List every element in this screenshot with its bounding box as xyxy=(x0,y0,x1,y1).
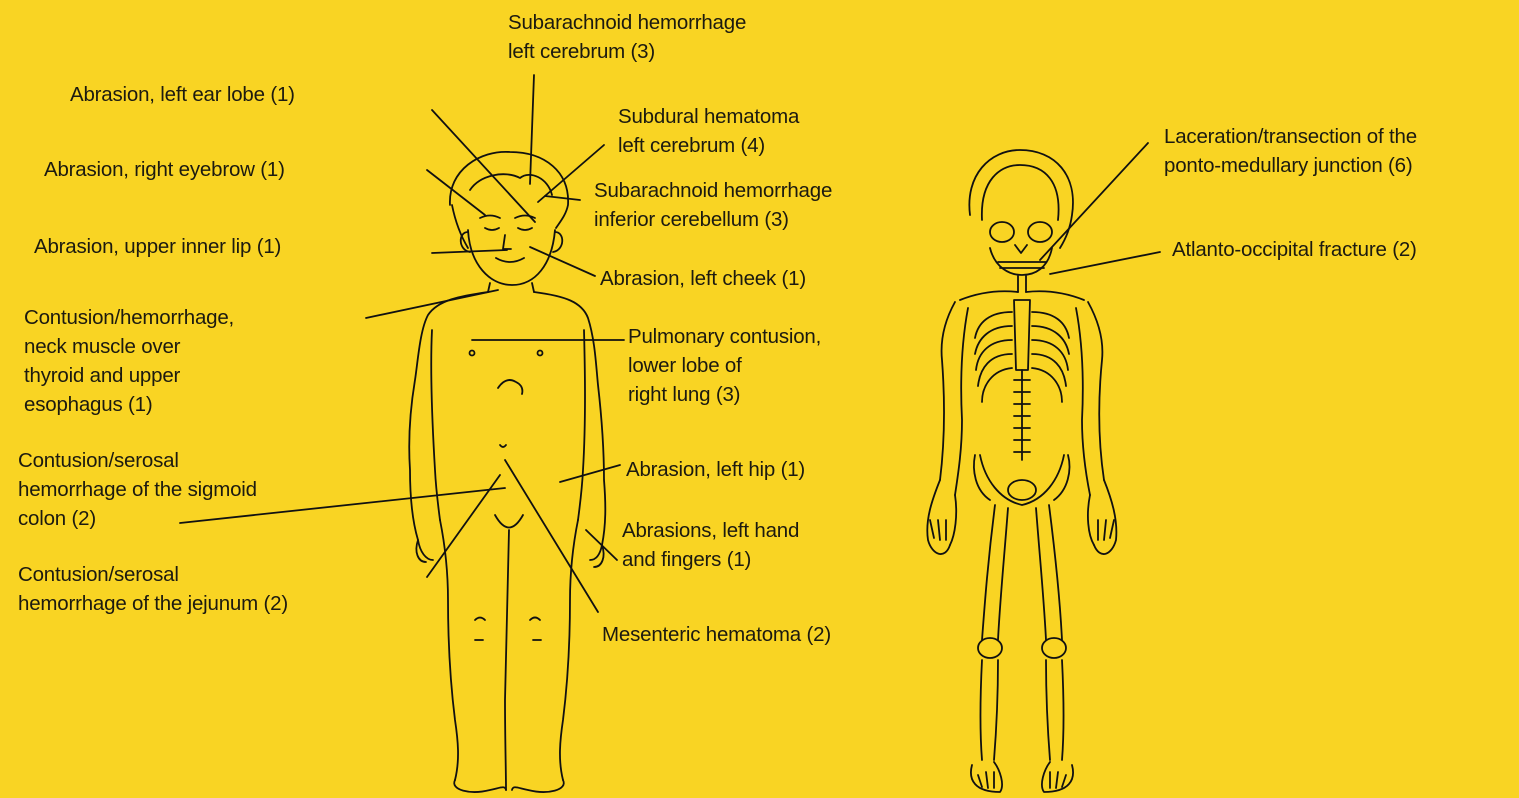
leader-subarachnoid-cerebrum xyxy=(530,75,534,184)
label-subarachnoid-cerebellum: Subarachnoid hemorrhage inferior cerebel… xyxy=(594,176,832,234)
label-contusion-sigmoid: Contusion/serosal hemorrhage of the sigm… xyxy=(18,446,257,533)
child-skeleton-figure xyxy=(927,150,1116,792)
label-contusion-neck: Contusion/hemorrhage, neck muscle over t… xyxy=(24,303,234,419)
label-abrasions-hand: Abrasions, left hand and fingers (1) xyxy=(622,516,799,574)
label-abrasion-cheek: Abrasion, left cheek (1) xyxy=(600,264,806,293)
leader-atlanto-fracture xyxy=(1050,252,1160,274)
label-laceration-junction: Laceration/transection of the ponto-medu… xyxy=(1164,122,1417,180)
leader-abrasion-ear-lobe xyxy=(432,110,535,222)
leader-contusion-neck xyxy=(366,290,498,318)
leader-contusion-jejunum xyxy=(427,475,500,577)
label-abrasion-inner-lip: Abrasion, upper inner lip (1) xyxy=(34,232,281,261)
label-subarachnoid-cerebrum: Subarachnoid hemorrhage left cerebrum (3… xyxy=(508,8,746,66)
label-mesenteric-hematoma: Mesenteric hematoma (2) xyxy=(602,620,831,649)
leader-abrasions-hand xyxy=(586,530,617,560)
label-contusion-jejunum: Contusion/serosal hemorrhage of the jeju… xyxy=(18,560,288,618)
label-abrasion-ear-lobe: Abrasion, left ear lobe (1) xyxy=(70,80,295,109)
label-atlanto-fracture: Atlanto-occipital fracture (2) xyxy=(1172,235,1417,264)
label-subdural-hematoma: Subdural hematoma left cerebrum (4) xyxy=(618,102,799,160)
leader-abrasion-hip xyxy=(560,465,620,482)
leader-subarachnoid-cerebellum xyxy=(545,196,580,200)
child-outline-figure xyxy=(409,152,605,792)
label-abrasion-hip: Abrasion, left hip (1) xyxy=(626,455,805,484)
label-abrasion-eyebrow: Abrasion, right eyebrow (1) xyxy=(44,155,285,184)
leader-laceration-junction xyxy=(1040,143,1148,260)
leader-mesenteric-hematoma xyxy=(505,460,598,612)
label-pulmonary-contusion: Pulmonary contusion, lower lobe of right… xyxy=(628,322,821,409)
